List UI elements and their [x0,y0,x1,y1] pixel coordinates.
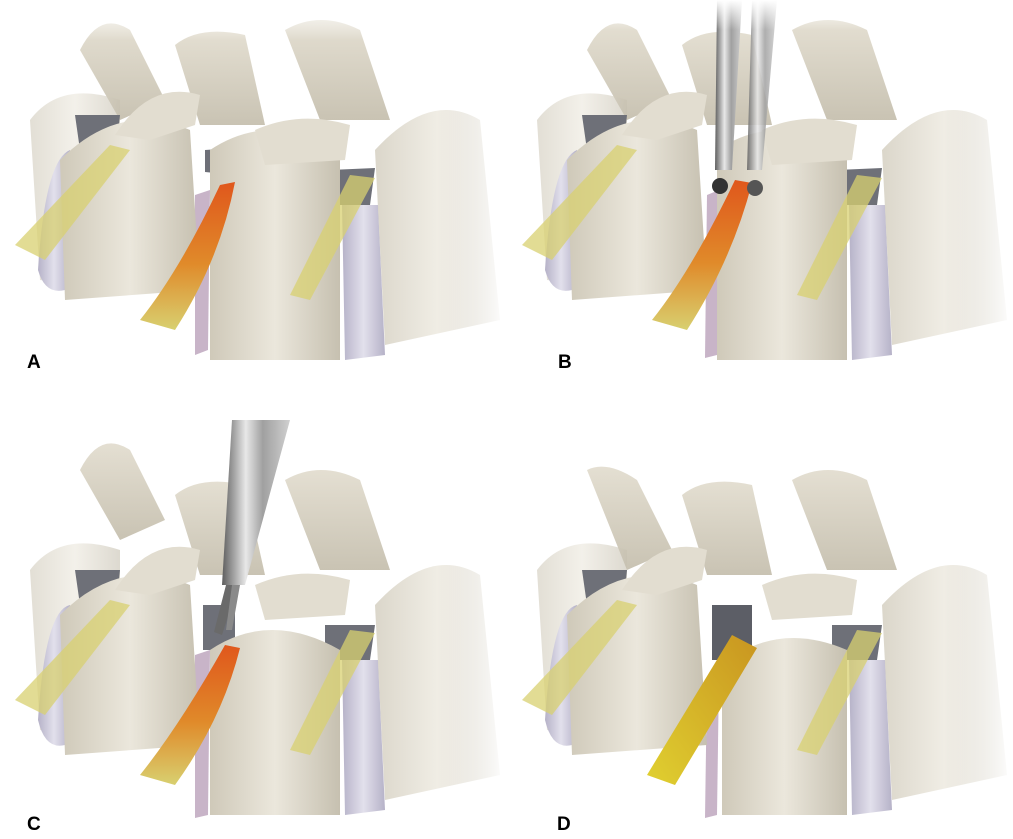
vertebrae-illustration-c [15,420,506,839]
burr-shaft-right [747,0,777,170]
vertebrae-illustration-d [522,420,1013,839]
panel-c: C [0,420,506,839]
burr-shaft-left [715,0,742,170]
panel-b: B [507,0,1013,419]
vertebrae-illustration-b [507,0,1013,419]
panel-d: D [507,420,1013,839]
vertebrae-illustration-a [0,0,506,419]
panel-label-c: C [27,814,41,835]
panel-label-b: B [558,352,572,373]
panel-label-d: D [557,814,571,835]
panel-label-a: A [27,352,41,373]
panel-a: A [0,0,506,419]
forceps-shaft [222,420,290,585]
